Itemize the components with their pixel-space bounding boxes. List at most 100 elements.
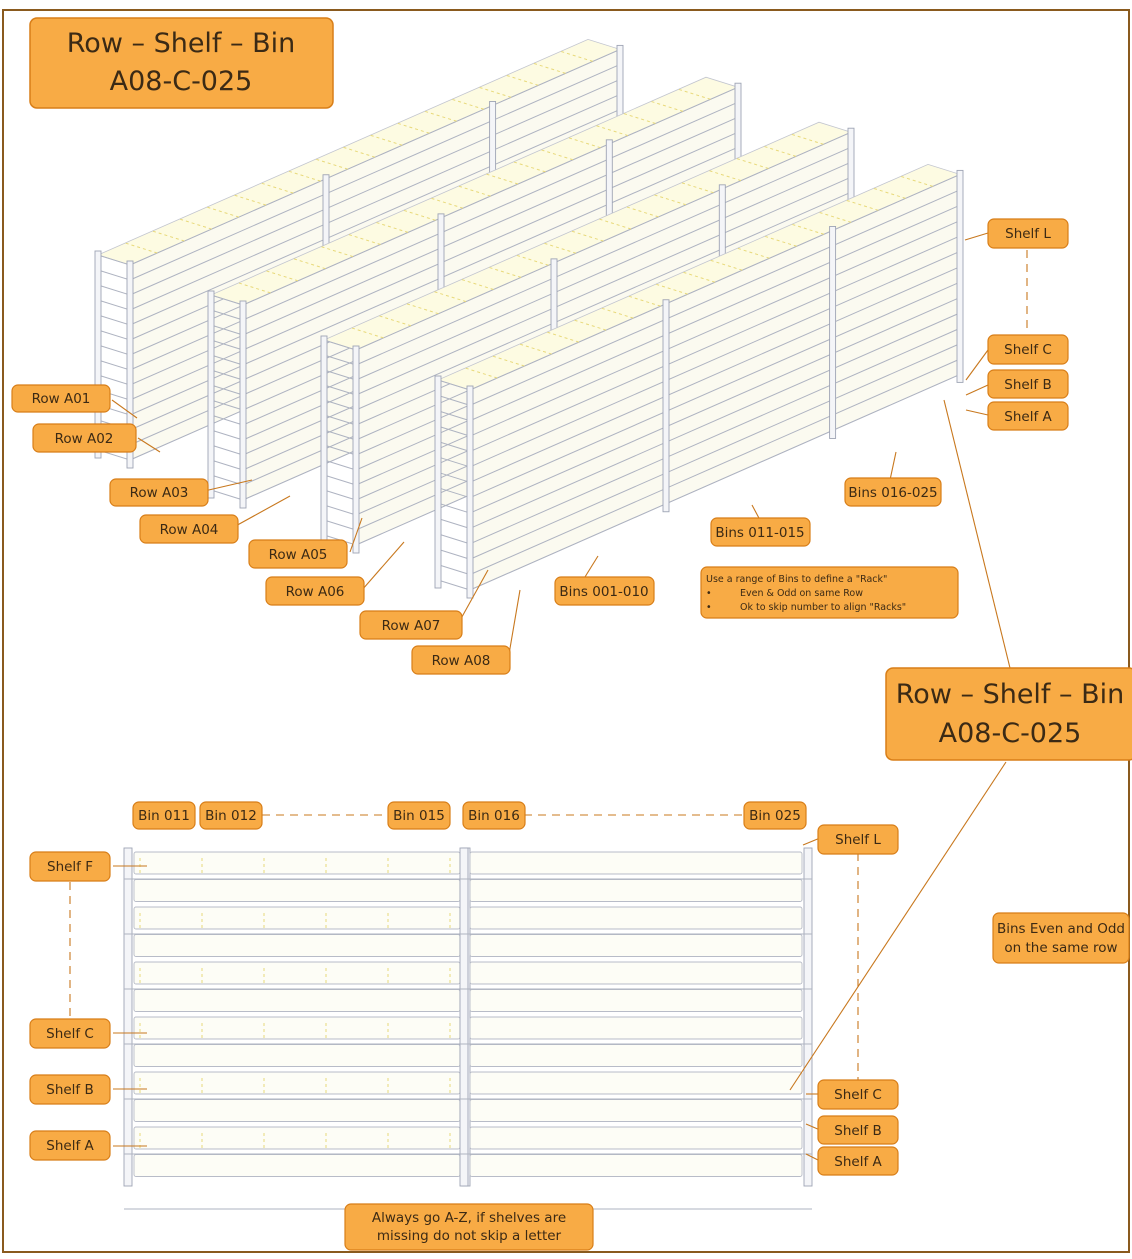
front-elevation-view bbox=[123, 847, 813, 1210]
always-a-z-note: Always go A-Z, if shelves are missing do… bbox=[344, 1203, 594, 1251]
front-shelf-bin bbox=[133, 1071, 461, 1095]
front-rack-left bbox=[123, 847, 471, 1210]
rack-shelf-end bbox=[97, 329, 131, 341]
rack-shelf-line bbox=[242, 101, 739, 321]
rack-shelf-line bbox=[469, 281, 961, 499]
rack-shelf-end bbox=[210, 429, 244, 441]
rack-shelf-line bbox=[129, 93, 621, 311]
front-shelf-bin bbox=[469, 1154, 803, 1177]
front-shelf-bin bbox=[133, 1044, 461, 1067]
front-shelf-bin bbox=[469, 961, 803, 985]
rack-shelf-line bbox=[242, 116, 739, 336]
bins-note-line2: on the same row bbox=[1004, 940, 1117, 956]
front-shelf-b-left-label: Shelf B bbox=[46, 1082, 94, 1098]
rack-shelf-end bbox=[323, 384, 357, 396]
title-callout-top: Row – Shelf – Bin A08-C-025 bbox=[29, 17, 334, 109]
rack-shelf-end bbox=[210, 354, 244, 366]
front-shelf-bin bbox=[133, 879, 461, 902]
rack-shelf-end bbox=[437, 441, 471, 453]
front-shelf-bin bbox=[133, 934, 461, 957]
title-callout-right-box bbox=[885, 667, 1132, 761]
rack-shelf-end bbox=[210, 309, 244, 321]
bottom-note-line1: Always go A-Z, if shelves are bbox=[372, 1210, 566, 1226]
rack-shelf-end bbox=[437, 487, 471, 499]
row-tag-a07: Row A07 bbox=[359, 610, 463, 640]
front-shelf-a-right-label: Shelf A bbox=[834, 1154, 882, 1170]
front-shelf-bin bbox=[133, 961, 461, 985]
rack-shelf-end bbox=[437, 564, 471, 576]
front-shelf-bin bbox=[133, 989, 461, 1012]
row-tag-a01: Row A01 bbox=[11, 384, 111, 413]
rack-post bbox=[239, 300, 247, 509]
front-shelf-bin bbox=[133, 1099, 461, 1122]
rack-shelf-end bbox=[97, 359, 131, 371]
front-shelf-bin bbox=[469, 1099, 803, 1122]
front-shelf-bin bbox=[133, 1126, 461, 1150]
front-shelf-a-left-label: Shelf A bbox=[46, 1138, 94, 1154]
leader-callout-to-front-bin bbox=[789, 761, 1007, 1091]
rack-shelf-end bbox=[437, 394, 471, 406]
row-tag-a01-label: Row A01 bbox=[32, 391, 91, 407]
rack-shelf-end bbox=[437, 548, 471, 560]
row-tag-a02-label: Row A02 bbox=[55, 431, 114, 447]
front-shelf-c-left-label: Shelf C bbox=[46, 1026, 94, 1042]
rack-shelf-line bbox=[242, 131, 739, 351]
row-tags: Row A01 Row A02 Row A03 Row A04 Row A05 … bbox=[11, 384, 511, 675]
row-tag-a08: Row A08 bbox=[411, 645, 511, 675]
leader-row-a03 bbox=[199, 479, 253, 493]
bins-note-line1: Bins Even and Odd bbox=[997, 921, 1125, 937]
front-shelf-a-left-tag: Shelf A bbox=[29, 1130, 111, 1161]
isometric-rack-rows bbox=[94, 38, 964, 599]
title-callout-top-box bbox=[29, 17, 334, 109]
front-shelf-bin bbox=[133, 1016, 461, 1040]
leader-shelf-l-right bbox=[802, 837, 821, 846]
front-shelf-bin bbox=[469, 851, 803, 875]
rack-post bbox=[662, 299, 670, 513]
title-right-line1: Row – Shelf – Bin bbox=[896, 679, 1125, 710]
rack-shelf-end bbox=[323, 474, 357, 486]
front-shelf-bin bbox=[469, 1126, 803, 1150]
rack-shelf-line bbox=[355, 191, 852, 411]
rack-shelf-end bbox=[437, 471, 471, 483]
row-tag-a05: Row A05 bbox=[248, 539, 348, 569]
leader-shelf-c-iso bbox=[965, 349, 989, 381]
rack-shelf-end bbox=[210, 459, 244, 471]
row-tag-a07-label: Row A07 bbox=[382, 618, 441, 634]
rack-shelf-line bbox=[469, 327, 961, 545]
rack-shelf-end bbox=[323, 504, 357, 516]
rack-shelf-line bbox=[355, 176, 852, 396]
front-shelf-a-right-tag: Shelf A bbox=[817, 1146, 899, 1176]
rack-note-bullet2: Ok to skip number to align "Racks" bbox=[740, 602, 906, 613]
bins-016-025-label: Bins 016-025 bbox=[848, 485, 937, 501]
rack-shelf-end bbox=[97, 284, 131, 296]
rack-shelf-end bbox=[210, 294, 244, 306]
front-shelf-bin bbox=[133, 1154, 461, 1177]
row-tag-a05-label: Row A05 bbox=[269, 547, 328, 563]
row-tag-a03: Row A03 bbox=[109, 478, 209, 507]
rack-shelf-end bbox=[323, 399, 357, 411]
rack-shelf-line bbox=[469, 343, 961, 560]
rack-note-box bbox=[700, 566, 959, 619]
front-shelf-b-left-tag: Shelf B bbox=[29, 1074, 111, 1105]
rack-shelf-line bbox=[469, 189, 961, 406]
row-tag-a06: Row A06 bbox=[265, 576, 365, 606]
rack-shelf-end bbox=[97, 314, 131, 326]
rack-shelf-end bbox=[437, 517, 471, 529]
rack-shelf-end bbox=[97, 299, 131, 311]
iso-shelf-c-label: Shelf C bbox=[1004, 342, 1052, 358]
rack-post bbox=[352, 345, 360, 554]
rack-post bbox=[466, 385, 474, 599]
title-top-line2: A08-C-025 bbox=[110, 66, 253, 97]
bin-011-label: Bin 011 bbox=[138, 808, 190, 824]
iso-tag-shelf-c: Shelf C bbox=[987, 334, 1069, 365]
rack-shelf-end bbox=[437, 579, 471, 591]
row-tag-a08-label: Row A08 bbox=[432, 653, 491, 669]
rack-shelf-line bbox=[355, 146, 852, 366]
rack-shelf-line bbox=[469, 266, 961, 483]
rack-shelf-line bbox=[469, 312, 961, 529]
front-left-shelf-tags: Shelf F Shelf C Shelf B Shelf A bbox=[29, 851, 111, 1161]
front-right-shelf-tags: Shelf L Shelf C Shelf B Shelf A bbox=[817, 824, 899, 1176]
rack-note-bullet2-dot: • bbox=[706, 602, 712, 613]
row-tag-a02: Row A02 bbox=[32, 423, 137, 453]
